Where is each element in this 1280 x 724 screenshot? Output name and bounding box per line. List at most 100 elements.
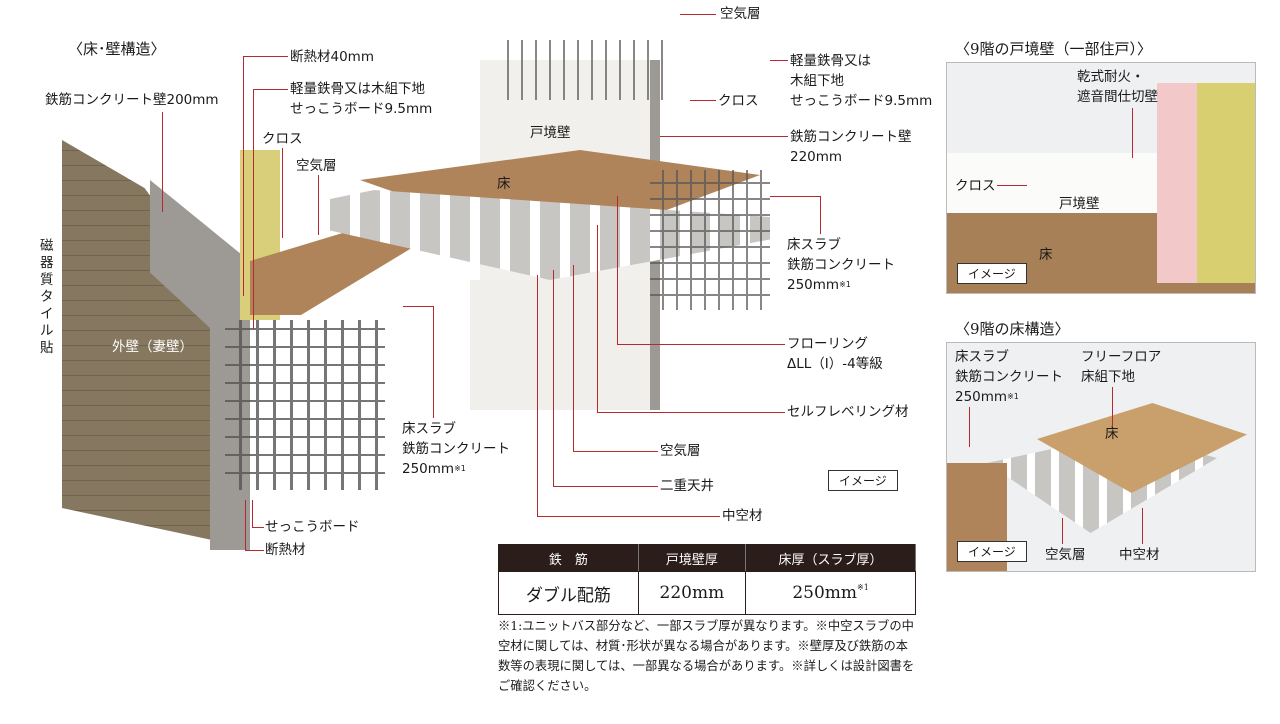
cage-rebar-left: [225, 320, 385, 490]
table-row: ダブル配筋 220mm 250mm※1: [498, 571, 916, 615]
wall-surface: [947, 153, 1197, 213]
leader-line: [820, 196, 821, 234]
leader-line: [318, 175, 319, 235]
label-slab-left-3: 250mm: [402, 461, 455, 477]
label-gypsum: せっこうボード: [265, 519, 360, 535]
leader-line: [162, 112, 163, 212]
footnote: ※1:ユニットバス部分など、一部スラブ厚が異なります。※中空スラブの中空材に関し…: [498, 619, 915, 693]
leader-line: [617, 196, 618, 344]
label-flooring-grade: ΔLL（I）-4等級: [787, 356, 883, 372]
floor-panel-heading: 〈9階の床構造〉: [955, 320, 1070, 338]
leader-line: [573, 265, 574, 451]
leader-line: [243, 56, 244, 296]
label-slab-1: 床スラブ: [955, 349, 1009, 365]
cell-slab-thickness: 250mm※1: [745, 571, 916, 615]
label-dry-wall-2: 遮音間仕切壁: [1077, 89, 1158, 105]
leader-line: [252, 527, 264, 528]
floor-panel: 床スラブ 鉄筋コンクリート 250mm※1 フリーフロア 床組下地 床 空気層 …: [946, 342, 1256, 572]
label-slab-left-1: 床スラブ: [402, 421, 456, 437]
label-party-wall: 戸境壁: [530, 125, 571, 141]
label-tile: 磁器質タイル貼: [40, 238, 54, 356]
image-badge: イメージ: [957, 541, 1027, 562]
label-insulation: 断熱材: [265, 542, 306, 558]
rebar-grid-right: [650, 170, 770, 310]
leader-line: [597, 412, 785, 413]
leader-line: [997, 185, 1027, 186]
label-cross-left: クロス: [262, 131, 303, 147]
wall-panel: 乾式耐火・ 遮音間仕切壁 クロス 戸境壁 床 イメージ: [946, 62, 1256, 294]
label-free-floor-2: 床組下地: [1081, 369, 1135, 385]
label-air-layer-top: 空気層: [720, 6, 761, 22]
label-slab-left-2: 鉄筋コンクリート: [402, 441, 510, 457]
label-hollow-material: 中空材: [722, 508, 763, 524]
leader-line: [680, 14, 716, 15]
label-light-steel: 軽量鉄骨又は木組下地: [290, 81, 425, 97]
leader-line: [553, 486, 658, 487]
wall-panel-heading: 〈9階の戸境壁（一部住戸）〉: [955, 40, 1153, 58]
label-light-steel-r2: 木組下地: [790, 73, 844, 89]
leader-line: [243, 56, 288, 57]
cell-wall-thickness: 220mm: [637, 571, 747, 615]
leader-line: [1142, 508, 1143, 544]
leader-line: [537, 516, 720, 517]
label-air-layer: 空気層: [1045, 547, 1086, 563]
leader-line: [770, 60, 788, 61]
header-slab-thickness: 床厚（スラブ厚）: [745, 544, 916, 572]
leader-line: [1132, 108, 1133, 158]
leader-line: [245, 500, 246, 550]
note-marker: ※1: [1007, 392, 1019, 401]
label-hollow: 中空材: [1119, 547, 1160, 563]
label-floor: 床: [1105, 426, 1119, 442]
label-slab-right-3: 250mm: [787, 277, 840, 293]
rebar-top: [495, 40, 675, 100]
note-marker: ※1: [857, 583, 869, 592]
label-party-wall: 戸境壁: [1059, 196, 1100, 212]
label-slab-right-2: 鉄筋コンクリート: [787, 257, 895, 273]
leader-line: [597, 225, 598, 412]
header-rebar: 鉄 筋: [498, 544, 639, 572]
label-free-floor-1: フリーフロア: [1081, 349, 1162, 365]
label-rc-wall-200: 鉄筋コンクリート壁200mm: [45, 92, 219, 108]
leader-line: [253, 89, 288, 90]
leader-line: [245, 550, 264, 551]
label-double-ceiling: 二重天井: [660, 478, 714, 494]
label-slab-3: 250mm: [955, 389, 1008, 405]
label-rc-wall-220-2: 220mm: [790, 149, 843, 165]
leader-line: [1112, 387, 1113, 427]
leader-line: [253, 89, 254, 329]
main-heading: 〈床･壁構造〉: [68, 40, 166, 58]
note-marker: ※1: [454, 464, 466, 473]
leader-line: [282, 148, 283, 238]
label-air-layer-left: 空気層: [296, 158, 337, 174]
cell-rebar: ダブル配筋: [498, 571, 639, 615]
label-floor: 床: [1039, 247, 1053, 263]
leader-line: [660, 136, 788, 137]
label-light-steel-r3: せっこうボード9.5mm: [790, 93, 933, 109]
insulation: [1197, 83, 1255, 283]
label-exterior-wall: 外壁（妻壁）: [112, 339, 193, 355]
leader-line: [537, 275, 538, 516]
leader-line: [573, 451, 658, 452]
label-light-steel-r1: 軽量鉄骨又は: [790, 53, 871, 69]
leader-line: [252, 500, 253, 527]
label-cross: クロス: [955, 178, 996, 194]
label-floor: 床: [497, 176, 511, 192]
label-air-layer-bottom: 空気層: [660, 443, 701, 459]
label-rc-wall-220-1: 鉄筋コンクリート壁: [790, 129, 912, 145]
header-wall-thickness: 戸境壁厚: [637, 544, 747, 572]
label-insulation-40: 断熱材40mm: [290, 49, 374, 65]
image-badge: イメージ: [957, 263, 1027, 284]
label-slab-right-1: 床スラブ: [787, 237, 841, 253]
leader-line: [553, 270, 554, 486]
leader-line: [1062, 518, 1063, 544]
note-marker: ※1: [839, 280, 851, 289]
label-cross-right: クロス: [718, 93, 759, 109]
image-badge: イメージ: [828, 470, 898, 491]
label-self-leveling: セルフレベリング材: [787, 404, 909, 420]
leader-line: [770, 196, 820, 197]
label-gypsum-9-5: せっこうボード9.5mm: [290, 101, 433, 117]
label-slab-2: 鉄筋コンクリート: [955, 369, 1063, 385]
leader-line: [433, 306, 434, 418]
spec-table: 鉄 筋 戸境壁厚 床厚（スラブ厚） ダブル配筋 220mm 250mm※1: [498, 544, 916, 615]
leader-line: [690, 100, 716, 101]
